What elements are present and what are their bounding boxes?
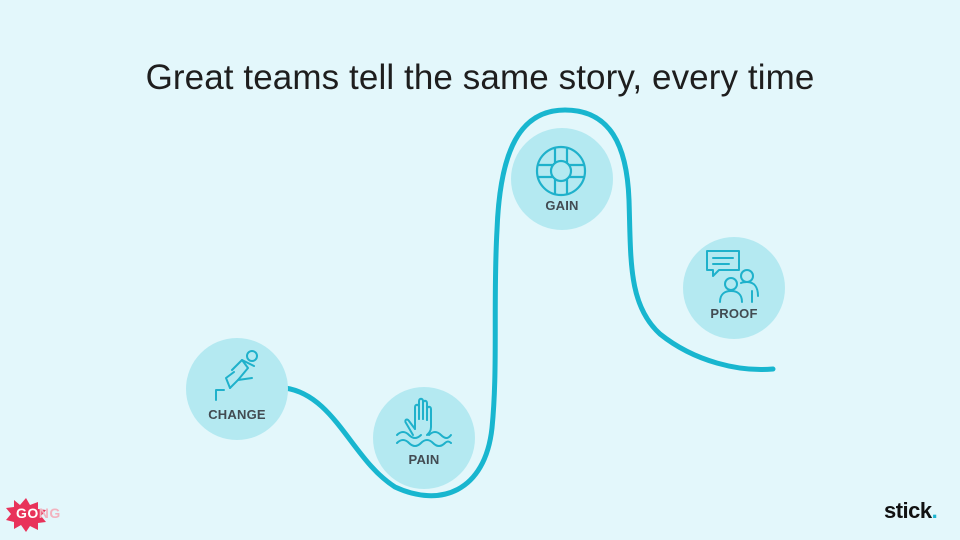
stage-pain: PAIN — [373, 387, 475, 489]
drowning-hand-icon — [396, 397, 452, 447]
lifebuoy-icon — [535, 145, 587, 197]
slide-title: Great teams tell the same story, every t… — [145, 58, 815, 97]
testimonial-people-icon — [706, 250, 759, 303]
stage-proof: PROOF — [683, 237, 785, 339]
stage-label-proof: PROOF — [710, 306, 758, 321]
stick-logo-dot: . — [931, 498, 938, 523]
falling-person-icon — [215, 350, 258, 401]
stage-label-change: CHANGE — [208, 407, 266, 422]
gong-burst-icon — [6, 498, 46, 532]
stage-label-pain: PAIN — [408, 452, 440, 467]
gong-text-strong: GO — [16, 505, 39, 521]
stage-change: CHANGE — [186, 338, 288, 440]
stage-gain: GAIN — [511, 128, 613, 230]
stage-label-gain: GAIN — [545, 198, 579, 213]
stick-logo: stick. — [884, 498, 938, 524]
stick-logo-text: stick — [884, 498, 932, 523]
gong-text-faded: NG — [38, 505, 61, 521]
gong-logo: GONG — [6, 496, 72, 532]
